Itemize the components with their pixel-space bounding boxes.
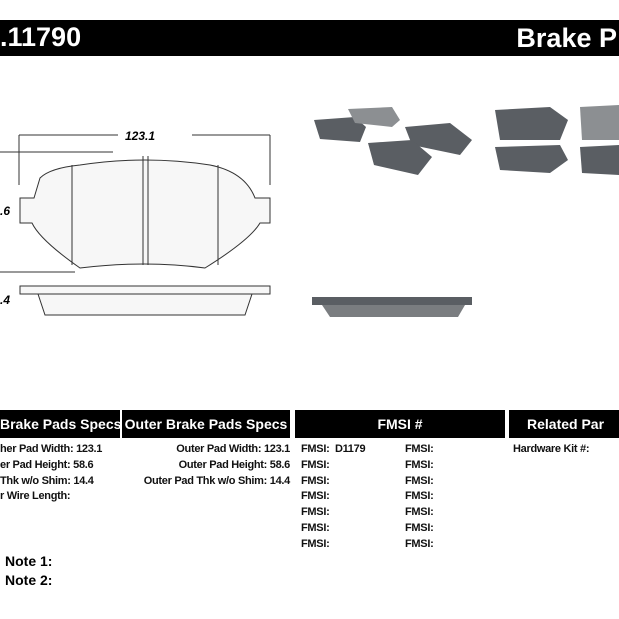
fmsi-entry: FMSI: (405, 506, 434, 519)
fmsi-entry: FMSI: (301, 521, 330, 534)
part-number: .11790 (0, 22, 82, 52)
width-dimension: 123.1 (125, 129, 155, 143)
inner-specs: her Pad Width: 123.1 er Pad Height: 58.6… (0, 442, 108, 505)
fmsi-entry: FMSI: D1179 (301, 443, 366, 455)
fmsi-entry: FMSI: (405, 474, 434, 487)
fmsi-entry: FMSI: (301, 490, 330, 503)
fmsi-entry: FMSI: (405, 490, 434, 503)
fmsi-entry: FMSI: (301, 474, 330, 487)
outer-height: Outer Pad Height: 58.6 (178, 458, 291, 471)
related-parts: Hardware Kit #: (513, 442, 590, 458)
fmsi-entry: FMSI: (405, 443, 434, 455)
pad-drawing: 123.1 .6 .4 (0, 129, 271, 316)
fmsi-entry: FMSI: (405, 537, 434, 550)
notes: Note 1: Note 2: (5, 552, 52, 590)
inner-width: her Pad Width: 123.1 (0, 443, 103, 455)
fmsi-entry: FMSI: (301, 537, 330, 550)
outer-specs-header: Outer Brake Pads Specs (122, 410, 290, 438)
title-bar: .11790 Brake P (0, 20, 619, 56)
inner-height: er Pad Height: 58.6 (0, 458, 94, 471)
fmsi-header: FMSI # (295, 410, 505, 438)
related-parts-header: Related Par (509, 410, 619, 438)
inner-wire-length: r Wire Length: (0, 490, 71, 503)
fmsi-col2: FMSI: FMSI: FMSI: FMSI: FMSI: FMSI: FMSI… (405, 442, 434, 553)
inner-specs-header: Brake Pads Specs (0, 410, 121, 438)
fmsi-entry: FMSI: (405, 521, 434, 534)
note-1: Note 1: (5, 553, 53, 569)
fmsi-entry: FMSI: (301, 458, 330, 471)
fmsi-entry: FMSI: (405, 458, 434, 471)
outer-specs: Outer Pad Width: 123.1 Outer Pad Height:… (114, 442, 291, 489)
inner-thickness: Thk w/o Shim: 14.4 (0, 474, 94, 487)
note-2: Note 2: (5, 572, 53, 588)
height-dimension: .6 (0, 204, 10, 218)
thickness-dimension: .4 (0, 293, 10, 307)
outer-thickness: Outer Pad Thk w/o Shim: 14.4 (143, 474, 291, 487)
fmsi-col1: FMSI: D1179 FMSI: FMSI: FMSI: FMSI: FMSI… (301, 442, 366, 553)
hardware-kit: Hardware Kit #: (513, 443, 590, 455)
outer-width: Outer Pad Width: 123.1 (176, 443, 290, 455)
product-title: Brake P (516, 23, 617, 53)
fmsi-entry: FMSI: (301, 506, 330, 519)
pad-photos (312, 105, 619, 317)
